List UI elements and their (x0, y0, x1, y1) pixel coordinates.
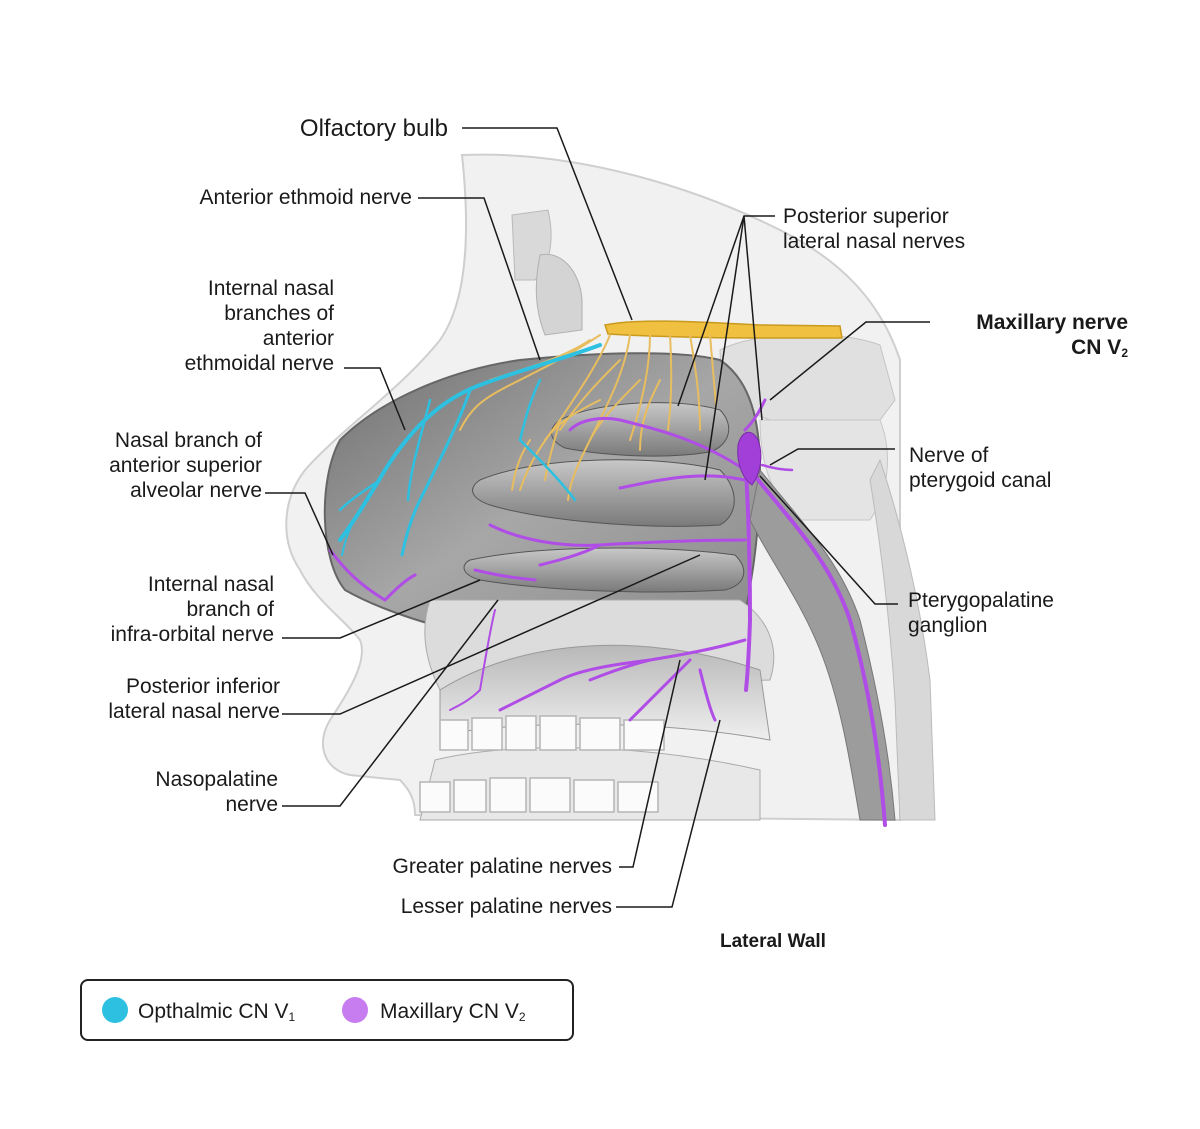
label-line: ganglion (908, 614, 988, 637)
label-line: Nasal branch of (114, 429, 262, 452)
legend-swatch-maxillary (342, 997, 368, 1023)
label-text: Maxillary nerve (976, 311, 1128, 334)
label-nasal-branch-anterior-superior-alveolar: Nasal branch of anterior superior alveol… (40, 428, 262, 503)
olfactory-bulb-shape (604, 320, 843, 339)
label-line: lateral nasal nerve (108, 700, 280, 723)
legend-swatch-ophthalmic (102, 997, 128, 1023)
label-line: lateral nasal nerves (783, 230, 966, 253)
label-line: nerve (225, 793, 278, 816)
legend-label-prefix: Maxillary CN V (380, 1000, 519, 1023)
label-internal-nasal-branch-infraorbital: Internal nasal branch of infra-orbital n… (40, 572, 274, 647)
label-line: branch of (186, 598, 274, 621)
label-line: ethmoidal nerve (184, 352, 334, 375)
label-greater-palatine-nerves: Greater palatine nerves (320, 854, 612, 879)
label-line: Nasopalatine (155, 768, 278, 791)
label-cn-prefix: CN V (1071, 336, 1122, 359)
label-line: Posterior inferior (125, 675, 280, 698)
label-line: infra-orbital nerve (110, 623, 274, 646)
label-olfactory-bulb: Olfactory bulb (220, 115, 448, 143)
ophthalmic-nerve-branches (338, 343, 602, 557)
label-pterygopalatine-ganglion: Pterygopalatine ganglion (908, 588, 1054, 638)
legend-label-ophthalmic: Opthalmic CN V1 (138, 999, 295, 1024)
label-posterior-inferior-lateral-nasal: Posterior inferior lateral nasal nerve (40, 674, 280, 724)
palate-and-oral-cavity (419, 599, 775, 821)
label-line: Posterior superior (783, 205, 949, 228)
legend-label-subscript: 2 (518, 1010, 526, 1024)
label-line: Internal nasal (207, 277, 334, 300)
label-cn-v2: CN V2 (900, 335, 1128, 360)
label-line: Pterygopalatine (908, 589, 1054, 612)
label-text: Anterior ethmoid nerve (199, 186, 412, 209)
legend-label-subscript: 1 (288, 1010, 296, 1024)
label-posterior-superior-lateral-nasal: Posterior superior lateral nasal nerves (783, 204, 965, 254)
label-line: Internal nasal (147, 573, 274, 596)
label-text: Greater palatine nerves (392, 855, 612, 878)
label-line: anterior (262, 327, 334, 350)
pharyngeal-wall (749, 458, 936, 821)
label-text: Lateral Wall (720, 931, 826, 952)
legend: Opthalmic CN V1 Maxillary CN V2 (80, 979, 574, 1041)
label-text: Lesser palatine nerves (400, 895, 612, 918)
maxillary-nerve-branches (328, 398, 887, 827)
label-line: pterygoid canal (909, 469, 1052, 492)
label-text: Olfactory bulb (299, 115, 448, 142)
label-lateral-wall: Lateral Wall (720, 929, 826, 954)
label-lesser-palatine-nerves: Lesser palatine nerves (320, 894, 612, 919)
label-maxillary-nerve: Maxillary nerve CN V2 (900, 310, 1128, 360)
pterygopalatine-ganglion-shape (737, 431, 762, 486)
label-line: alveolar nerve (130, 479, 262, 502)
label-internal-nasal-branches-anterior-ethmoidal: Internal nasal branches of anterior ethm… (110, 276, 334, 376)
label-nerve-of-pterygoid-canal: Nerve of pterygoid canal (909, 443, 1051, 493)
label-nasopalatine-nerve: Nasopalatine nerve (80, 767, 278, 817)
nasal-conchae (463, 402, 745, 593)
label-line: branches of (224, 302, 334, 325)
label-cn-subscript: 2 (1121, 346, 1128, 360)
legend-label-prefix: Opthalmic CN V (138, 1000, 289, 1023)
frontal-sinus (511, 209, 896, 521)
leader-lines (265, 127, 930, 908)
label-anterior-ethmoid-nerve: Anterior ethmoid nerve (120, 185, 412, 210)
label-line: Nerve of (909, 444, 989, 467)
label-line: anterior superior (109, 454, 262, 477)
legend-label-maxillary: Maxillary CN V2 (380, 999, 526, 1024)
